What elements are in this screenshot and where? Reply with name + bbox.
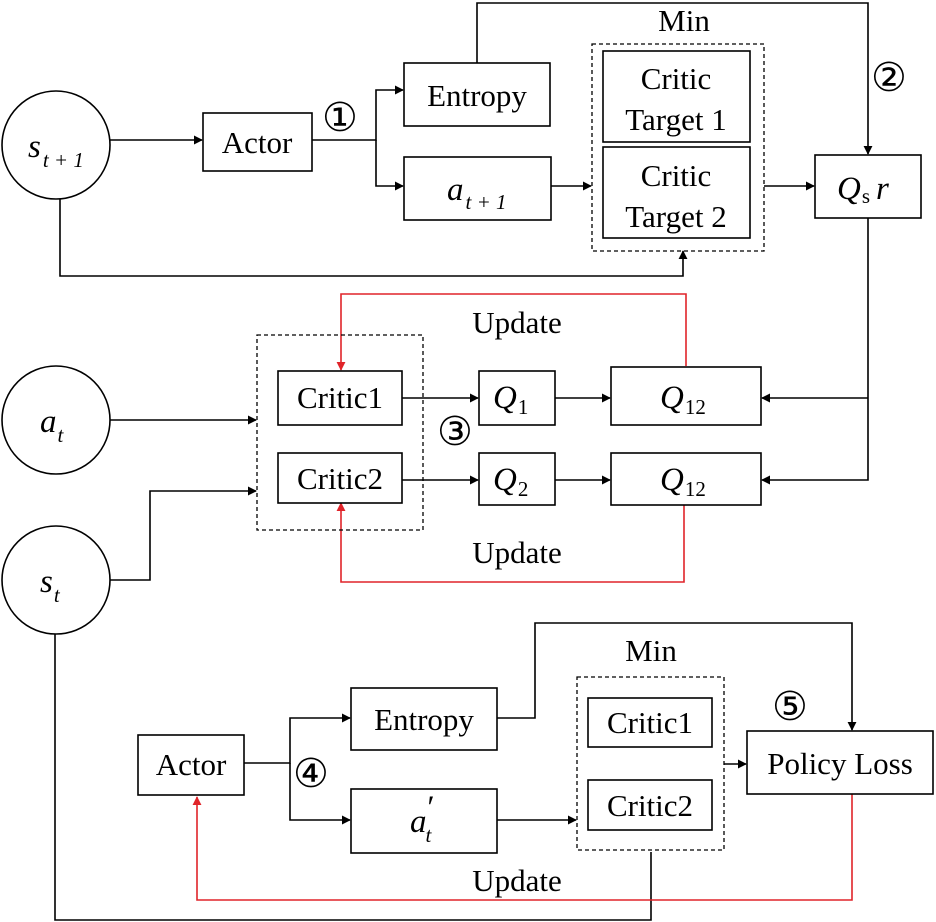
q12-box-top: Q12 xyxy=(610,366,762,426)
entropy-label: Entropy xyxy=(374,702,474,737)
arrow-actor-to-anext xyxy=(375,140,404,191)
symbol-s: s xyxy=(40,564,53,600)
q2-box: Q2 xyxy=(478,452,556,506)
critic1-box: Critic1 xyxy=(277,370,403,426)
subscript-t-plus-1: t + 1 xyxy=(43,148,84,172)
arrow-entropy-to-qs xyxy=(476,2,873,155)
state-next-node: st + 1 xyxy=(1,90,111,200)
critic2-box: Critic2 xyxy=(277,452,403,504)
arrow-actor2-to-aprime xyxy=(289,763,351,825)
arrow-qs-to-q12-bottom xyxy=(761,218,869,485)
critics-group xyxy=(256,334,424,531)
svg-text:Q2: Q2 xyxy=(493,462,528,501)
policy-loss-label: Policy Loss xyxy=(767,746,913,781)
critic2-label: Critic2 xyxy=(607,788,693,823)
entropy-label: Entropy xyxy=(427,78,527,113)
symbol-a: a xyxy=(410,804,427,840)
subscript-12: 12 xyxy=(685,477,706,501)
symbol-q: Q xyxy=(660,380,684,416)
actor-box-bottom: Actor xyxy=(137,734,245,796)
update-label-critic1: Update xyxy=(472,305,562,340)
subscript-t: t xyxy=(54,583,61,607)
state-t-node: st xyxy=(1,525,111,635)
critic-target-1-box: Critic Target 1 xyxy=(602,50,751,143)
min-label-top: Min xyxy=(658,3,710,38)
symbol-a: a xyxy=(40,404,57,440)
critic1-label: Critic1 xyxy=(297,380,383,415)
step-4-marker: ④ xyxy=(293,751,329,797)
line-st-to-critics-bottom xyxy=(54,622,652,921)
update-arrow-critic1 xyxy=(336,293,687,371)
actor-box-top: Actor xyxy=(202,112,313,172)
actor-label: Actor xyxy=(156,747,227,782)
symbol-q: Q xyxy=(493,380,517,416)
arrow-actor2-to-entropy2 xyxy=(244,713,351,764)
step-3-marker: ③ xyxy=(437,409,473,455)
min-label-bottom: Min xyxy=(625,633,677,668)
update-label-critic2: Update xyxy=(472,535,562,570)
subscript-1: 1 xyxy=(518,395,529,419)
critic-label: Critic xyxy=(641,61,712,96)
subscript-t: t xyxy=(426,823,433,847)
critic-targets-group xyxy=(591,43,765,252)
arrow-actor-to-entropy xyxy=(312,85,404,141)
update-arrow-actor xyxy=(192,794,853,901)
arrow-entropy2-to-policyloss xyxy=(497,622,857,731)
symbol-a: a xyxy=(447,172,464,208)
action-t-node: at xyxy=(1,365,111,475)
svg-text:at + 1: at + 1 xyxy=(447,172,507,214)
svg-text:at: at xyxy=(40,404,65,447)
svg-text:at′: at′ xyxy=(410,790,433,847)
q12-box-bottom: Q12 xyxy=(610,452,762,506)
critic2-label: Critic2 xyxy=(297,461,383,496)
update-label-actor: Update xyxy=(472,863,562,898)
action-prime-box: at′ xyxy=(350,788,498,854)
step-2-marker: ② xyxy=(871,55,907,101)
symbol-q: Q xyxy=(493,462,517,498)
q1-box: Q1 xyxy=(478,370,556,426)
critic1-label: Critic1 xyxy=(607,705,693,740)
actor-label: Actor xyxy=(222,125,293,160)
symbol-q: Q xyxy=(660,462,684,498)
entropy-box-bottom: Entropy xyxy=(350,687,498,751)
arrow-st-to-critics xyxy=(110,486,257,581)
entropy-box-top: Entropy xyxy=(403,62,551,127)
svg-text:Q1: Q1 xyxy=(493,380,528,419)
target-1-label: Target 1 xyxy=(625,102,726,137)
prime-mark: ′ xyxy=(425,790,433,826)
svg-text:Q12: Q12 xyxy=(660,380,706,419)
critic2-box-bottom: Critic2 xyxy=(587,779,713,831)
action-next-box: at + 1 xyxy=(403,156,552,221)
subscript-2: 2 xyxy=(518,477,529,501)
subscript-12: 12 xyxy=(685,395,706,419)
symbol-s: s xyxy=(28,129,41,165)
critic-target-2-box: Critic Target 2 xyxy=(602,146,751,239)
subscript-t: t xyxy=(58,423,65,447)
policy-loss-box: Policy Loss xyxy=(746,730,934,795)
subscript-t-plus-1: t + 1 xyxy=(466,190,507,214)
arrow-snext-to-targets xyxy=(59,196,688,277)
step-5-marker: ⑤ xyxy=(772,684,808,730)
subscript-s: s xyxy=(862,184,870,208)
symbol-r: r xyxy=(876,171,889,207)
connectors xyxy=(54,2,873,921)
svg-text:Q12: Q12 xyxy=(660,462,706,501)
svg-text:Qsr: Qsr xyxy=(837,171,889,208)
update-arrow-critic2 xyxy=(336,502,685,583)
critic1-box-bottom: Critic1 xyxy=(587,697,713,748)
critics-group-bottom xyxy=(576,676,725,851)
critic-label: Critic xyxy=(641,158,712,193)
step-1-marker: ① xyxy=(322,95,358,141)
target-2-label: Target 2 xyxy=(625,199,726,234)
svg-text:st: st xyxy=(40,564,61,607)
svg-text:st + 1: st + 1 xyxy=(28,129,84,172)
symbol-q: Q xyxy=(837,171,861,207)
